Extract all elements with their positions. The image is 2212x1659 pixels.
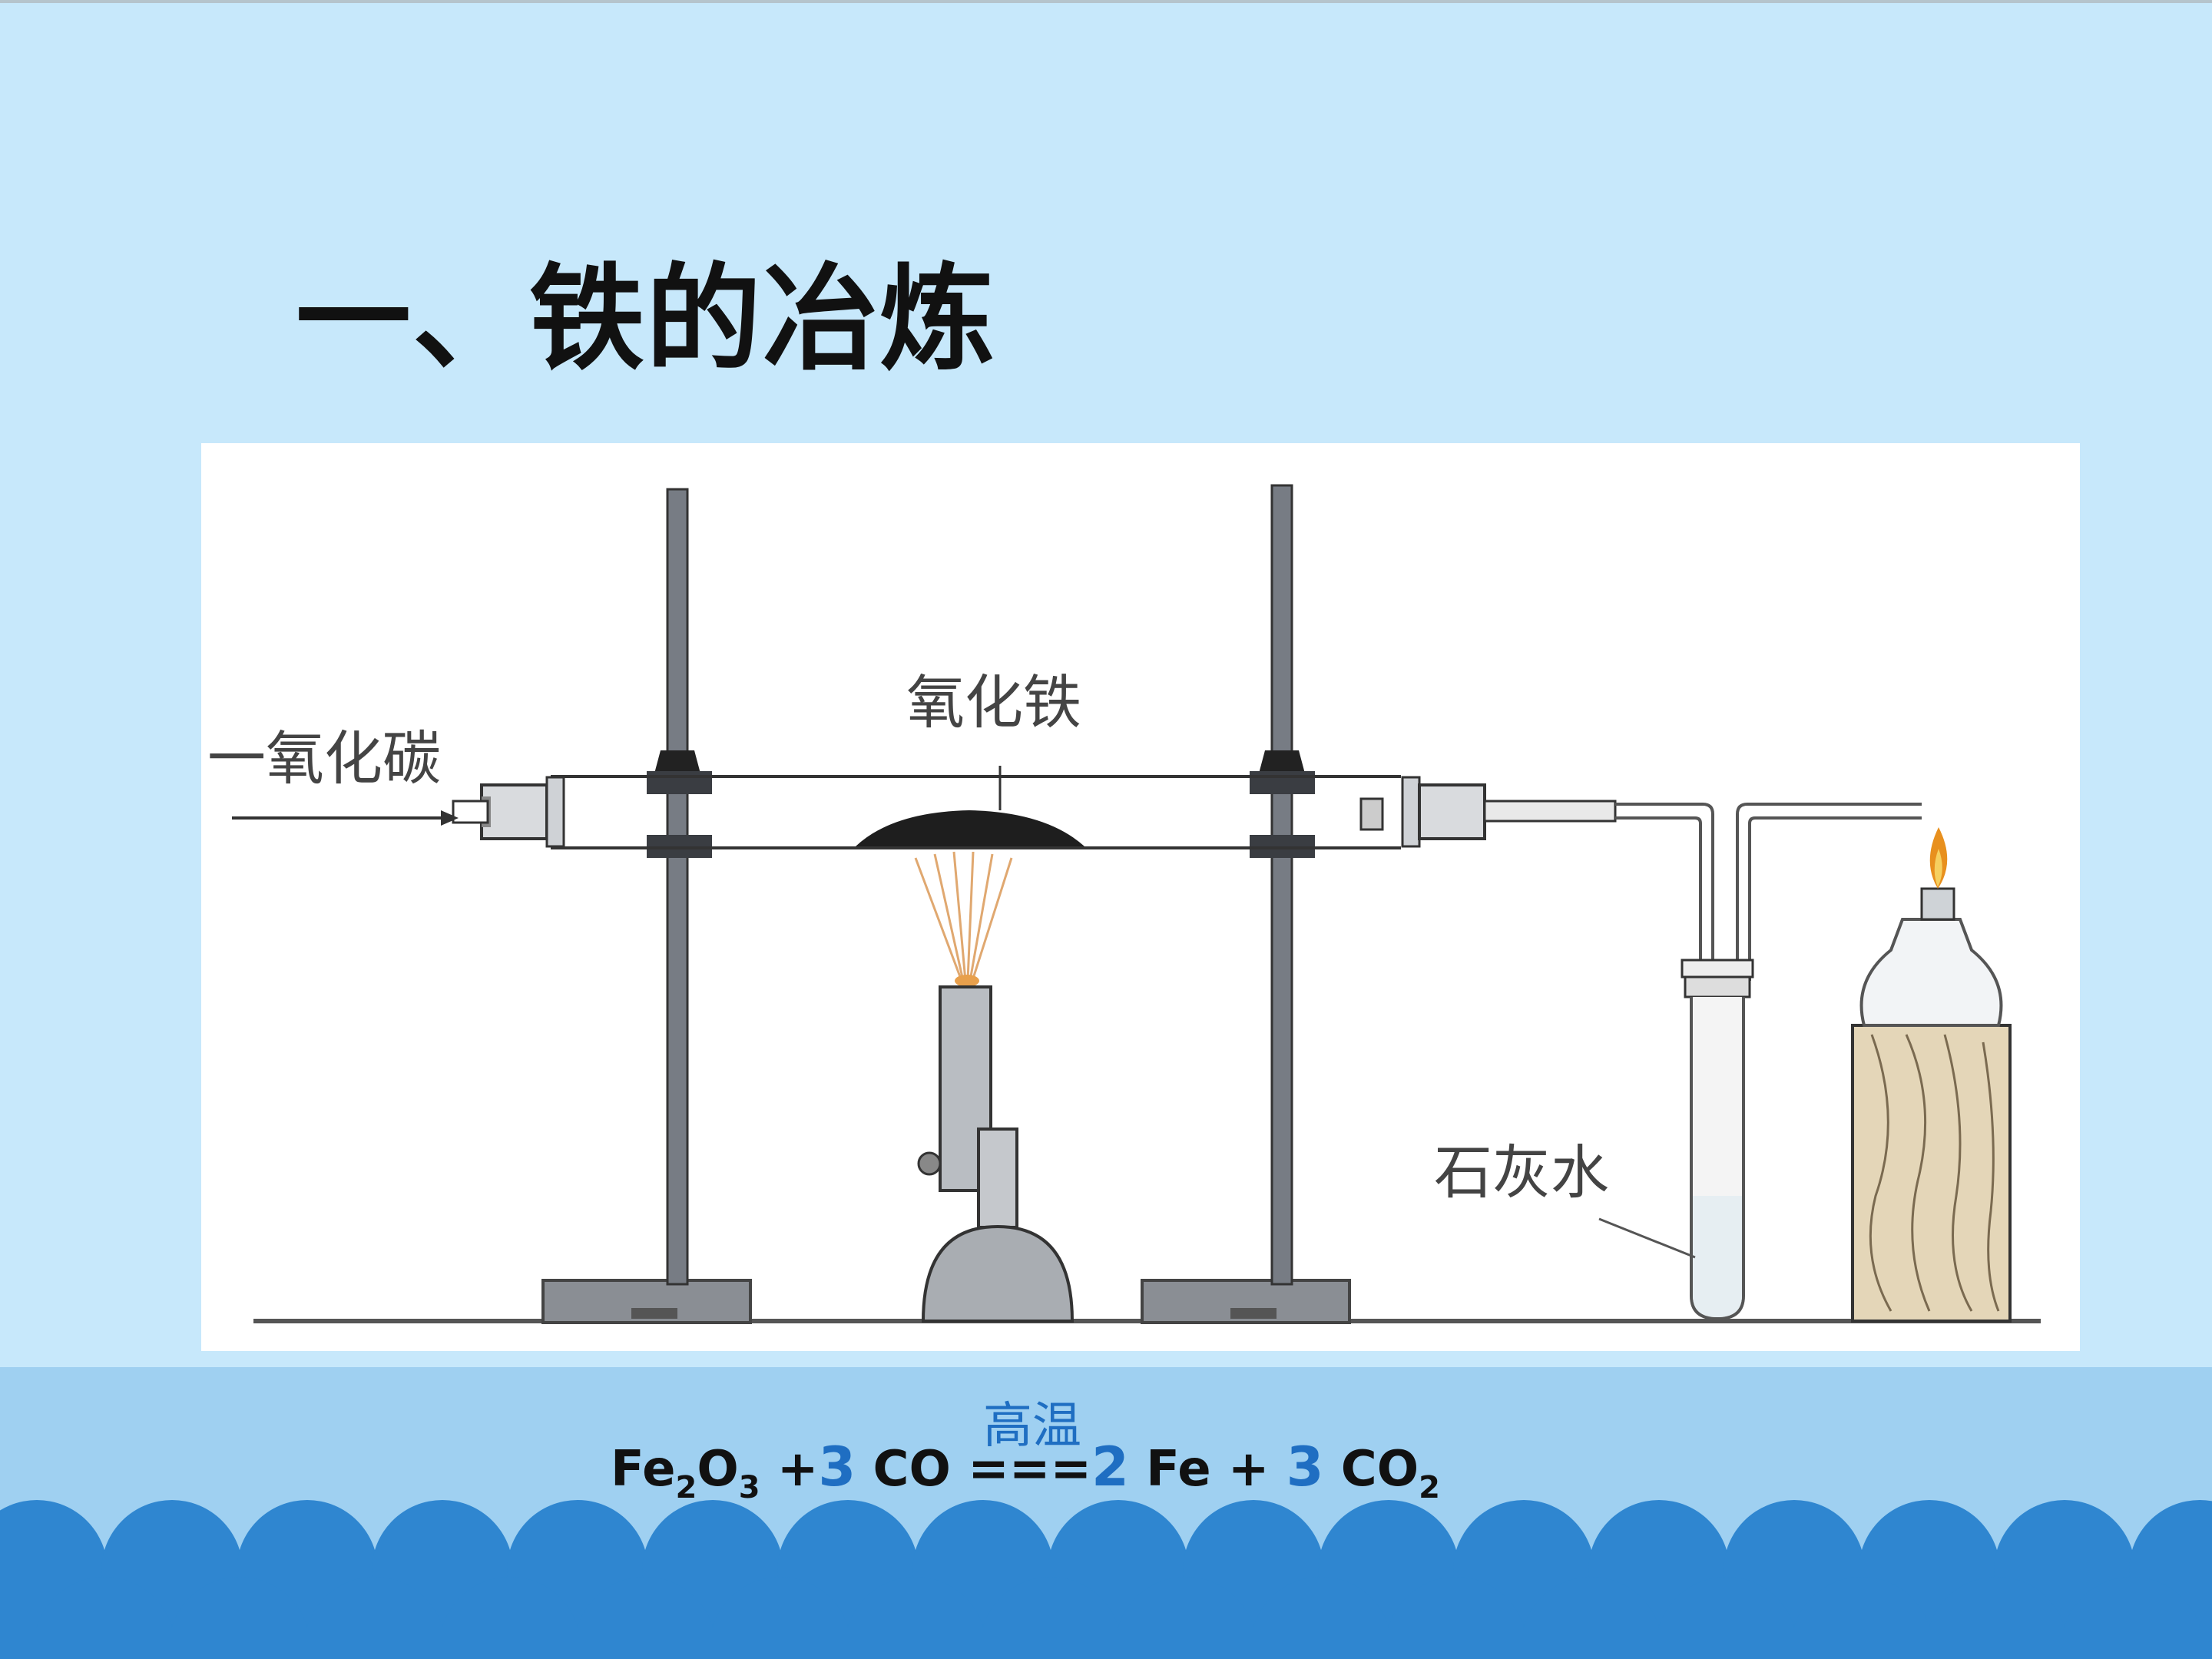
eq-co2: CO bbox=[1323, 1441, 1419, 1498]
inlet-pipe bbox=[452, 800, 489, 824]
wooden-block bbox=[1851, 1024, 2012, 1323]
eq-fe2o3-sub3: 3 bbox=[738, 1470, 760, 1505]
left-stand-rod bbox=[666, 488, 689, 1286]
burner-flame-core bbox=[955, 975, 979, 987]
left-base-slot bbox=[631, 1308, 677, 1319]
slide-title: 一、铁的冶炼 bbox=[296, 251, 997, 386]
top-border bbox=[0, 0, 2212, 3]
eq-fe2o3-fe: Fe bbox=[611, 1441, 676, 1498]
wave-decoration bbox=[0, 1500, 2212, 1659]
burner-knob bbox=[917, 1151, 942, 1176]
right-clamp-knob bbox=[1259, 750, 1305, 773]
chemical-equation: Fe2O3 +3 CO ===2 Fe + 3 CO2 bbox=[611, 1440, 1440, 1503]
test-tube-stopper bbox=[1684, 974, 1751, 998]
left-stopper-rim bbox=[545, 776, 565, 848]
iron-smelting-apparatus-figure: 一氧化碳 氧化铁 石灰水 bbox=[201, 443, 2080, 1351]
iron-oxide-pile bbox=[856, 810, 1084, 846]
eq-coef-co2: 3 bbox=[1286, 1435, 1324, 1498]
return-tube-inner bbox=[1748, 816, 1922, 981]
right-stopper bbox=[1418, 783, 1486, 840]
alcohol-lamp-wick-holder bbox=[1920, 887, 1955, 921]
right-stand-rod bbox=[1270, 484, 1293, 1286]
return-tube-outer bbox=[1736, 803, 1922, 981]
test-tube-stopper-cap bbox=[1681, 959, 1754, 979]
eq-co2-sub: 2 bbox=[1419, 1470, 1440, 1505]
reaction-condition: 高温 bbox=[983, 1398, 1081, 1455]
eq-coef-co: 3 bbox=[818, 1435, 856, 1498]
outlet-tube-outer bbox=[1615, 803, 1714, 981]
eq-fe: Fe + bbox=[1128, 1441, 1286, 1498]
eq-fe2o3-sub2: 2 bbox=[675, 1470, 697, 1505]
label-iron-oxide: 氧化铁 bbox=[906, 668, 1081, 737]
eq-equals: === bbox=[968, 1441, 1092, 1498]
label-carbon-monoxide: 一氧化碳 bbox=[207, 724, 441, 793]
left-clamp-knob bbox=[654, 750, 700, 773]
left-stopper bbox=[480, 783, 548, 840]
right-stopper-rim bbox=[1401, 776, 1421, 848]
burner-air-valve bbox=[977, 1128, 1018, 1229]
left-clamp-top bbox=[647, 771, 712, 794]
label-limewater: 石灰水 bbox=[1434, 1138, 1609, 1207]
alcohol-lamp-body bbox=[1859, 918, 2003, 1027]
outlet-tube-inner bbox=[1615, 816, 1702, 981]
eq-coef-fe: 2 bbox=[1091, 1435, 1129, 1498]
burner-flame bbox=[914, 851, 1013, 982]
wood-grain bbox=[1869, 1034, 2000, 1312]
right-stopper-inner bbox=[1359, 797, 1384, 831]
eq-fe2o3-o: O bbox=[697, 1441, 739, 1498]
left-stand-base bbox=[541, 1279, 752, 1324]
outlet-rubber bbox=[1483, 800, 1617, 823]
eq-co: CO bbox=[856, 1441, 969, 1498]
alcohol-lamp-flame-core bbox=[1934, 849, 1942, 887]
limewater-liquid bbox=[1693, 1196, 1742, 1317]
right-clamp-top bbox=[1250, 771, 1315, 794]
inlet-arrow-head bbox=[441, 810, 459, 826]
apparatus-diagram bbox=[232, 484, 2041, 1324]
eq-plus: + bbox=[760, 1441, 819, 1498]
burner-base bbox=[921, 1224, 1075, 1323]
right-base-slot bbox=[1230, 1308, 1277, 1319]
limewater-pointer bbox=[1598, 1217, 1696, 1259]
